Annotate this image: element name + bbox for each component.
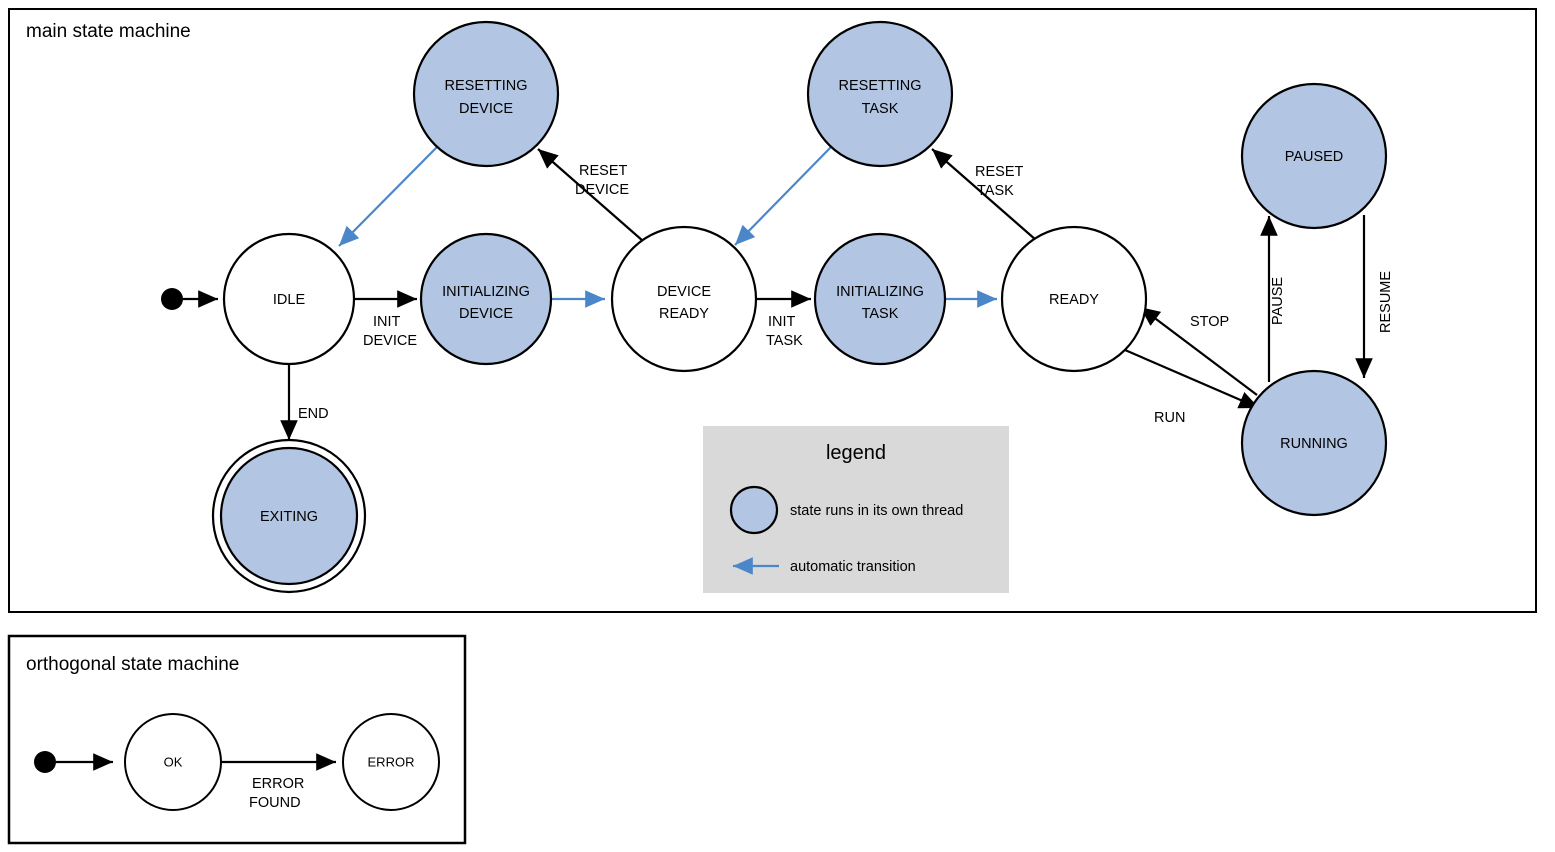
legend-auto-text: automatic transition <box>790 559 916 575</box>
state-ready-circle <box>1000 225 1148 373</box>
main-frame-title: main state machine <box>26 21 191 42</box>
state-resetting-task-label-line1: RESETTING <box>839 78 922 94</box>
state-idle[interactable]: IDLE <box>222 232 356 366</box>
legend: legend state runs in its own thread auto… <box>703 426 1009 593</box>
state-running[interactable]: RUNNING <box>1240 369 1388 517</box>
state-running-label: RUNNING <box>1280 436 1348 452</box>
edge-label-end: END <box>298 406 329 422</box>
state-initializing-device-circle <box>419 232 553 366</box>
state-paused-circle <box>1240 82 1388 230</box>
state-initializing-task-circle <box>813 232 947 366</box>
state-resetting-device[interactable]: RESETTING DEVICE <box>412 20 560 168</box>
edge-label-stop: STOP <box>1190 314 1229 330</box>
edge-label-resume: RESUME <box>1378 271 1394 333</box>
state-ok[interactable]: OK <box>124 713 222 811</box>
edge-label-reset-device-line1: RESET <box>579 163 627 179</box>
state-device-ready-circle <box>610 225 758 373</box>
legend-thread-text: state runs in its own thread <box>790 503 963 519</box>
state-resetting-task-circle <box>806 20 954 168</box>
edge-ready-to-running <box>1124 348 1260 410</box>
state-device-ready[interactable]: DEVICE READY <box>610 225 758 373</box>
state-resetting-task-label-line2: TASK <box>862 101 899 117</box>
state-initializing-device-label-line1: INITIALIZING <box>442 284 530 300</box>
state-error-label: ERROR <box>368 754 415 769</box>
edge-label-init-task-line1: INIT <box>768 314 796 330</box>
edge-resetting-device-to-idle <box>338 146 438 247</box>
edge-label-init-device-line1: INIT <box>373 314 401 330</box>
start-marker-main <box>161 288 183 310</box>
edge-label-pause: PAUSE <box>1270 277 1286 325</box>
state-paused-label: PAUSED <box>1285 149 1344 165</box>
start-marker-orthogonal <box>34 751 56 773</box>
state-initializing-task[interactable]: INITIALIZING TASK <box>813 232 947 366</box>
state-resetting-device-circle <box>412 20 560 168</box>
edge-resetting-task-to-device-ready <box>734 146 832 246</box>
state-error-circle <box>342 713 440 811</box>
edge-label-reset-device-line2: DEVICE <box>575 182 629 198</box>
state-exiting-circle <box>219 446 359 586</box>
state-ok-label: OK <box>164 754 183 769</box>
state-idle-circle <box>222 232 356 366</box>
state-initializing-task-label-line1: INITIALIZING <box>836 284 924 300</box>
state-idle-label: IDLE <box>273 292 306 308</box>
legend-thread-swatch-icon <box>729 485 779 535</box>
edge-label-init-task-line2: TASK <box>766 333 803 349</box>
state-error[interactable]: ERROR <box>342 713 440 811</box>
state-initializing-device[interactable]: INITIALIZING DEVICE <box>419 232 553 366</box>
legend-title: legend <box>826 442 886 464</box>
edge-label-run: RUN <box>1154 410 1185 426</box>
edge-label-error-found-line1: ERROR <box>252 776 304 792</box>
state-resetting-device-label-line2: DEVICE <box>459 101 513 117</box>
edge-label-reset-task-line2: TASK <box>977 183 1014 199</box>
state-exiting-label: EXITING <box>260 509 318 525</box>
edge-label-reset-task-line1: RESET <box>975 164 1023 180</box>
state-device-ready-label-line1: DEVICE <box>657 284 711 300</box>
state-device-ready-label-line2: READY <box>659 306 709 322</box>
state-ready-label: READY <box>1049 292 1099 308</box>
edge-device-ready-to-resetting-device <box>537 148 644 242</box>
state-ready[interactable]: READY <box>1000 225 1148 373</box>
state-resetting-task[interactable]: RESETTING TASK <box>806 20 954 168</box>
state-initializing-task-label-line2: TASK <box>862 306 899 322</box>
edge-ready-to-resetting-task <box>931 148 1037 241</box>
state-ok-circle <box>124 713 222 811</box>
edge-label-init-device-line2: DEVICE <box>363 333 417 349</box>
state-exiting[interactable]: EXITING <box>211 438 367 594</box>
state-paused[interactable]: PAUSED <box>1240 82 1388 230</box>
edge-running-to-ready <box>1139 306 1258 396</box>
state-running-circle <box>1240 369 1388 517</box>
state-initializing-device-label-line2: DEVICE <box>459 306 513 322</box>
orthogonal-frame-title: orthogonal state machine <box>26 654 239 675</box>
state-resetting-device-label-line1: RESETTING <box>445 78 528 94</box>
edge-label-error-found-line2: FOUND <box>249 795 301 811</box>
